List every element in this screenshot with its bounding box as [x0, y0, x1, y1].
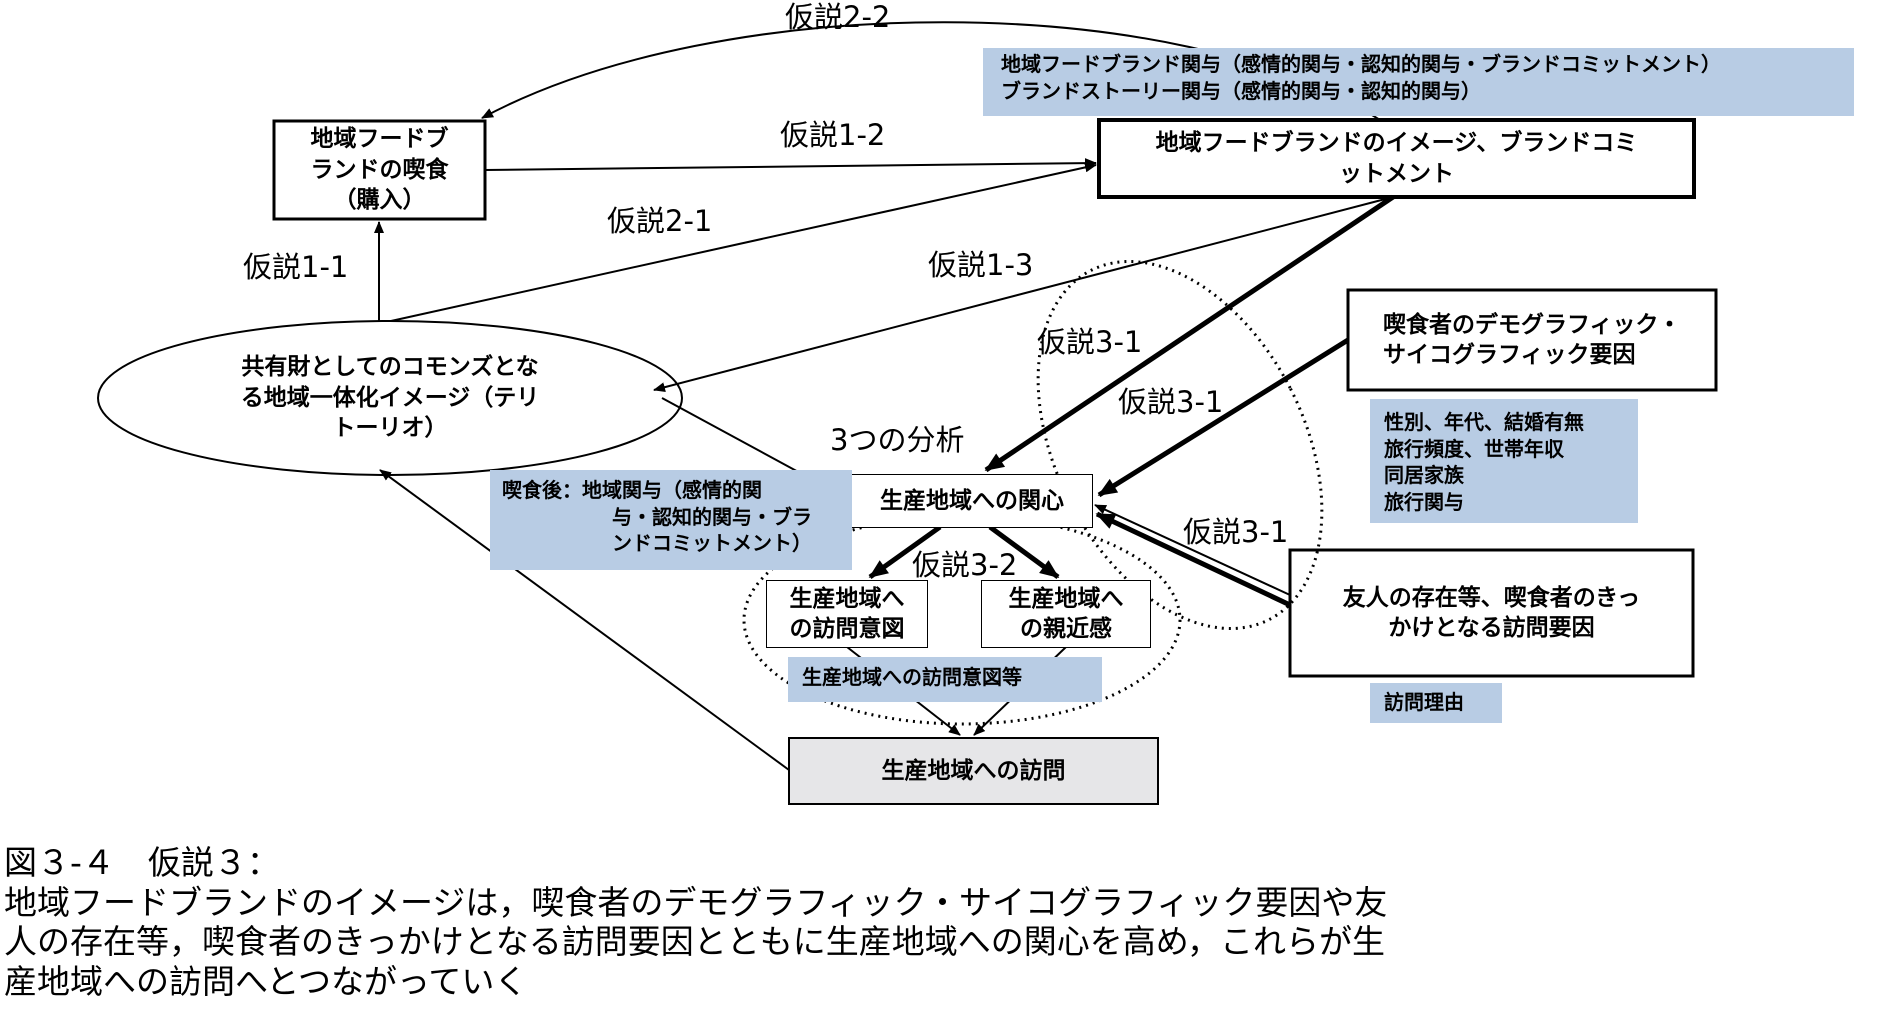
- arrow-hypothesis-2-1: [390, 162, 1097, 322]
- arrow-interest-to-intention: [868, 524, 942, 580]
- visit-intention-line-1: 生産地域へ: [789, 585, 905, 612]
- arrow-brand-to-interest: [984, 194, 1395, 473]
- visit-intention-box: 生産地域へ の訪問意図: [767, 581, 927, 647]
- analysis-label: 3つの分析: [830, 423, 965, 457]
- demographic-items-note: 性別、年代、結婚有無 旅行頻度、世帯年収 同居家族 旅行関与: [1370, 399, 1638, 523]
- caption-line-3: 人の存在等，喫食者のきっかけとなる訪問要因とともに生産地域への関心を高め，これら…: [4, 922, 1386, 962]
- visit-intention-etc-text: 生産地域への訪問意図等: [802, 665, 1022, 689]
- commons-image-box: 共有財としてのコモンズとな る地域一体化イメージ（テリ トーリオ）: [120, 345, 660, 451]
- caption-line-4: 産地域への訪問へとつながっていく: [4, 961, 528, 1001]
- friend-line-2: かけとなる訪問要因: [1388, 615, 1595, 641]
- analysis-ellipse-right: [1036, 260, 1324, 630]
- after-eating-note: 喫食後：地域関与（感情的関 与・認知的関与・ブラ ンドコミットメント）: [490, 470, 852, 570]
- arrow-hypothesis-1-2: [484, 158, 1097, 171]
- visit-reason-note: 訪問理由: [1370, 683, 1502, 723]
- hypothesis-3-1-label-a: 仮説3-1: [1037, 325, 1143, 359]
- visit-reason-text: 訪問理由: [1384, 690, 1464, 714]
- demographic-item-3: 同居家族: [1384, 463, 1464, 488]
- figure-caption: 図３-４ 仮説３： 地域フードブランドのイメージは，喫食者のデモグラフィック・サ…: [4, 843, 1387, 1001]
- demographic-line-2: サイコグラフィック要因: [1382, 342, 1636, 368]
- friend-box-outline: [1288, 548, 1695, 678]
- food-eating-line-3: （購入）: [333, 187, 426, 214]
- hypothesis-1-2-label: 仮説1-2: [780, 118, 886, 152]
- commons-image-line-2: る地域一体化イメージ（テリ: [240, 384, 540, 411]
- brand-image-box: 地域フードブランドのイメージ、ブランドコミ ットメント: [1099, 120, 1694, 197]
- hypothesis-1-1-label: 仮説1-1: [243, 250, 349, 284]
- demographic-item-1: 性別、年代、結婚有無: [1384, 410, 1584, 434]
- hypothesis-2-1-label: 仮説2-1: [607, 204, 713, 238]
- demographic-line-1: 喫食者のデモグラフィック・: [1382, 311, 1682, 338]
- brand-involvement-note-line-1: 地域フードブランド関与（感情的関与・認知的関与・ブランドコミットメント）: [1001, 52, 1721, 76]
- demographic-box: 喫食者のデモグラフィック・ サイコグラフィック要因: [1348, 290, 1716, 390]
- commons-image-line-1: 共有財としてのコモンズとな: [241, 354, 539, 381]
- food-eating-line-1: 地域フードブ: [310, 126, 449, 153]
- after-eating-note-line-2: 与・認知的関与・ブラ: [612, 504, 812, 529]
- hypothesis-1-3-label: 仮説1-3: [928, 248, 1034, 282]
- affinity-line-1: 生産地域へ: [1008, 585, 1124, 612]
- analysis-ellipse-bottom: [742, 514, 1182, 726]
- brand-image-line-1: 地域フードブランドのイメージ、ブランドコミ: [1155, 130, 1638, 157]
- demographic-item-2: 旅行頻度、世帯年収: [1384, 436, 1564, 461]
- hypothesis-2-2-label: 仮説2-2: [785, 0, 891, 34]
- friend-box: 友人の存在等、喫食者のきっ かけとなる訪問要因: [1290, 550, 1693, 676]
- visit-box-outline: [788, 737, 1159, 805]
- commons-image-line-3: トーリオ）: [332, 415, 448, 442]
- brand-image-box-outline: [1097, 118, 1696, 199]
- arrow-visit-to-commons: [379, 469, 790, 771]
- interest-box: 生産地域への関心: [852, 475, 1092, 527]
- after-eating-note-line-1: 喫食後：地域関与（感情的関: [502, 478, 762, 502]
- visit-intention-line-2: の訪問意図: [789, 616, 905, 642]
- visit-box: 生産地域への訪問: [789, 738, 1158, 804]
- friend-line-1: 友人の存在等、喫食者のきっ: [1342, 584, 1641, 611]
- hypothesis-3-2-label: 仮説3-2: [912, 548, 1018, 582]
- demographic-item-4: 旅行関与: [1384, 489, 1464, 514]
- arrow-demographic-to-interest: [1097, 337, 1350, 498]
- arrow-hypothesis-1-3: [653, 196, 1394, 393]
- brand-image-line-2: ットメント: [1338, 160, 1454, 187]
- food-eating-box: 地域フードブ ランドの喫食 （購入）: [274, 121, 485, 219]
- visit-text: 生産地域への訪問: [881, 757, 1066, 784]
- brand-involvement-note: 地域フードブランド関与（感情的関与・認知的関与・ブランドコミットメント） ブラン…: [983, 48, 1854, 116]
- hypothesis-3-1-label-c: 仮説3-1: [1183, 515, 1289, 549]
- arrow-friend-to-interest-thin: [1094, 504, 1291, 596]
- hypothesis-3-1-label-b: 仮説3-1: [1118, 385, 1224, 419]
- after-eating-note-line-3: ンドコミットメント）: [612, 531, 812, 556]
- brand-involvement-note-line-2: ブランドストーリー関与（感情的関与・認知的関与）: [1001, 78, 1481, 103]
- visit-intention-etc-note: 生産地域への訪問意図等: [788, 657, 1102, 702]
- caption-line-2: 地域フードブランドのイメージは，喫食者のデモグラフィック・サイコグラフィック要因…: [4, 882, 1388, 922]
- interest-text: 生産地域への関心: [880, 487, 1064, 514]
- caption-line-1: 図３-４ 仮説３：: [4, 843, 280, 882]
- food-eating-line-2: ランドの喫食: [310, 156, 449, 183]
- arrow-friend-to-interest-bold: [1095, 511, 1292, 608]
- affinity-box: 生産地域へ の親近感: [982, 581, 1150, 647]
- affinity-line-2: の親近感: [1020, 616, 1112, 642]
- arrow-interest-to-affinity: [988, 524, 1060, 580]
